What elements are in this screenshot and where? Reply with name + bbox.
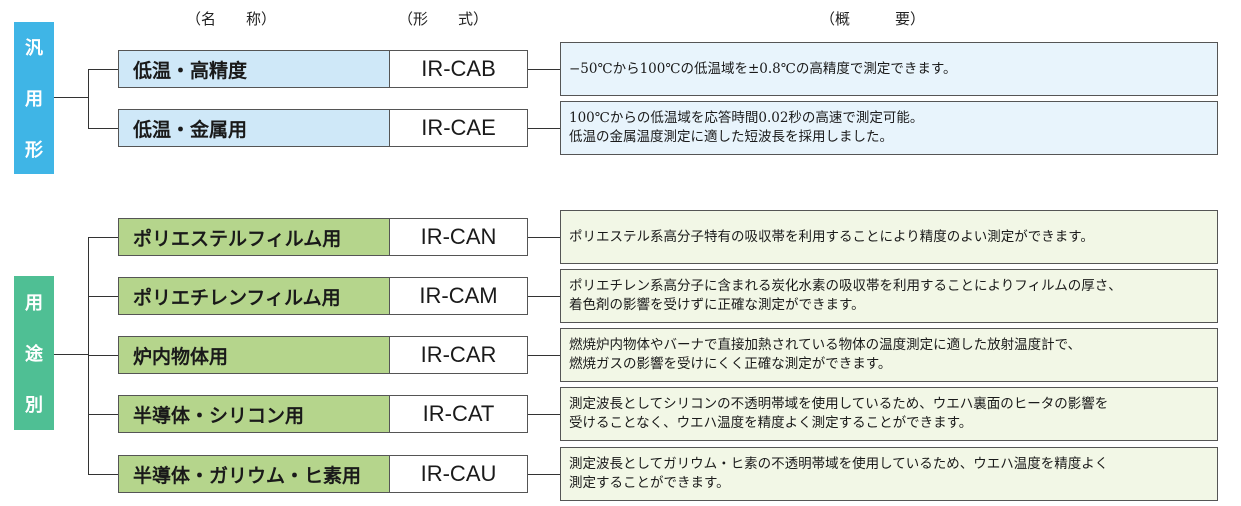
product-description: 燃焼炉内物体やバーナで直接加熱されている物体の温度測定に適した放射温度計で、 燃… — [560, 328, 1218, 382]
product-description: 測定波長としてシリコンの不透明帯域を使用しているため、ウエハ裏面のヒータの影響を… — [560, 387, 1218, 441]
category-application-char: 途 — [25, 343, 43, 365]
connector-line — [88, 414, 118, 415]
connector-line — [528, 355, 560, 356]
product-description: 100℃からの低温域を応答時間0.02秒の高速で測定可能。 低温の金属温度測定に… — [560, 101, 1218, 155]
description-line: −50℃から100℃の低温域を±0.8℃の高精度で測定できます。 — [569, 60, 957, 77]
connector-line — [54, 354, 88, 355]
header-model: （形 式） — [398, 10, 489, 28]
description-line: 燃焼炉内物体やバーナで直接加熱されている物体の温度測定に適した放射温度計で、 — [569, 337, 1082, 353]
description-line: 燃焼ガスの影響を受けにくく正確な測定ができます。 — [569, 356, 892, 372]
description-line: 測定波長としてガリウム・ヒ素の不透明帯域を使用しているため、ウエハ温度を精度よく — [569, 456, 1109, 472]
description-line: ポリエステル系高分子特有の吸収帯を利用することにより精度のよい測定ができます。 — [569, 228, 1094, 245]
connector-line — [88, 296, 118, 297]
category-general: 汎 用 形 — [14, 22, 54, 174]
category-application-char: 用 — [25, 292, 43, 314]
connector-line — [88, 355, 118, 356]
product-name: 低温・高精度 — [118, 50, 390, 88]
product-name: 炉内物体用 — [118, 336, 390, 374]
category-application-char: 別 — [25, 395, 43, 417]
product-description: −50℃から100℃の低温域を±0.8℃の高精度で測定できます。 — [560, 42, 1218, 96]
product-model: IR-CAN — [390, 218, 528, 256]
description-line: ポリエチレン系高分子に含まれる炭化水素の吸収帯を利用することによりフィルムの厚さ… — [569, 278, 1122, 294]
description-line: 測定波長としてシリコンの不透明帯域を使用しているため、ウエハ裏面のヒータの影響を — [569, 396, 1109, 412]
product-name: ポリエステルフィルム用 — [118, 218, 390, 256]
description-line: 低温の金属温度測定に適した短波長を採用しました。 — [569, 129, 893, 145]
description-line: 測定することができます。 — [569, 475, 730, 491]
product-model: IR-CAU — [390, 455, 528, 493]
product-model: IR-CAE — [390, 109, 528, 147]
category-general-char: 用 — [25, 88, 43, 110]
category-application: 用 途 別 — [14, 276, 54, 430]
product-description: 測定波長としてガリウム・ヒ素の不透明帯域を使用しているため、ウエハ温度を精度よく… — [560, 447, 1218, 501]
connector-line — [528, 69, 560, 70]
connector-line — [88, 237, 89, 475]
product-model: IR-CAR — [390, 336, 528, 374]
connector-line — [88, 474, 118, 475]
product-name: 半導体・シリコン用 — [118, 395, 390, 433]
connector-line — [528, 474, 560, 475]
connector-line — [528, 128, 560, 129]
product-model: IR-CAB — [390, 50, 528, 88]
product-name: 低温・金属用 — [118, 109, 390, 147]
connector-line — [528, 237, 560, 238]
product-description: ポリエチレン系高分子に含まれる炭化水素の吸収帯を利用することによりフィルムの厚さ… — [560, 269, 1218, 323]
product-name: 半導体・ガリウム・ヒ素用 — [118, 455, 390, 493]
connector-line — [88, 237, 118, 238]
product-model: IR-CAT — [390, 395, 528, 433]
product-description: ポリエステル系高分子特有の吸収帯を利用することにより精度のよい測定ができます。 — [560, 210, 1218, 264]
connector-line — [88, 69, 89, 128]
description-line: 受けることなく、ウエハ温度を精度よく測定することができます。 — [569, 415, 973, 431]
product-model: IR-CAM — [390, 277, 528, 315]
category-general-char: 形 — [25, 139, 43, 161]
description-line: 100℃からの低温域を応答時間0.02秒の高速で測定可能。 — [569, 110, 924, 126]
header-name: （名 称） — [186, 10, 277, 28]
connector-line — [88, 69, 118, 70]
connector-line — [54, 97, 88, 98]
description-line: 着色剤の影響を受けずに正確な測定ができます。 — [569, 297, 865, 313]
category-general-char: 汎 — [25, 38, 43, 60]
connector-line — [528, 296, 560, 297]
connector-line — [528, 414, 560, 415]
header-overview: （概 要） — [820, 10, 926, 28]
product-name: ポリエチレンフィルム用 — [118, 277, 390, 315]
connector-line — [88, 128, 118, 129]
